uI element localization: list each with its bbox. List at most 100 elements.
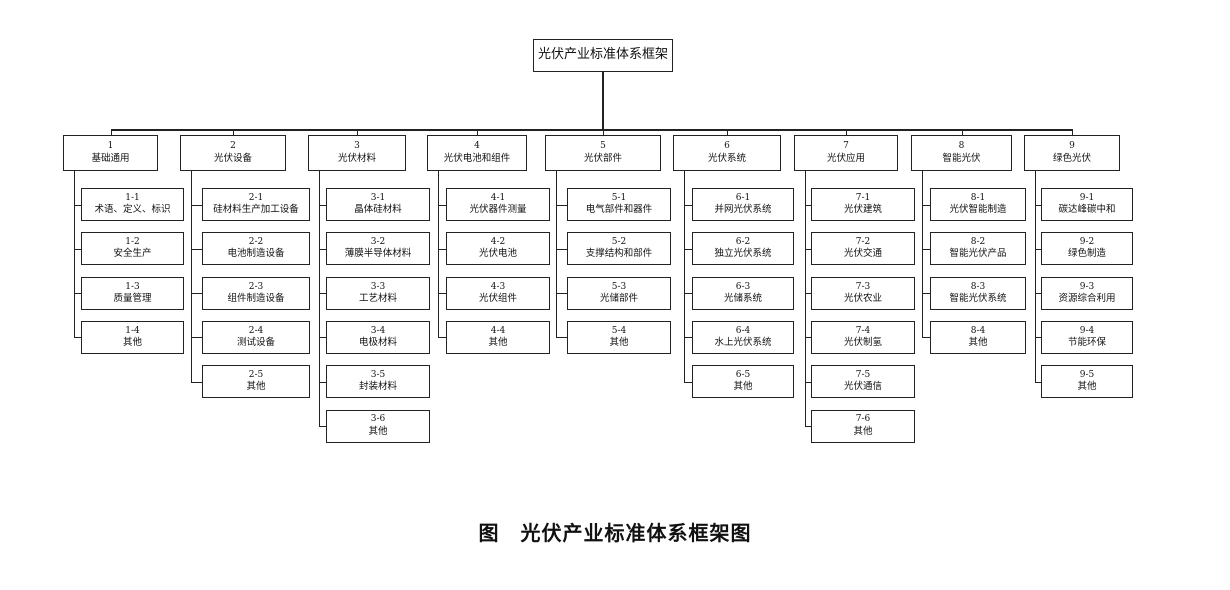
subcategory-node-label: 独立光伏系统 [714, 248, 772, 260]
subcategory-node-code: 2-2 [248, 237, 264, 248]
item-connector [74, 248, 81, 250]
item-connector [556, 293, 567, 295]
subcategory-node-code: 9-4 [1079, 325, 1095, 336]
item-connector [805, 293, 811, 295]
category-node-code: 3 [354, 141, 360, 152]
root-node-label: 光伏产业标准体系框架 [537, 47, 668, 63]
subcategory-node-label: 智能光伏产品 [949, 248, 1007, 260]
subcategory-node-code: 7-6 [855, 414, 871, 425]
category-node-label: 基础通用 [91, 152, 130, 164]
category-connector [477, 129, 478, 135]
category-connector [961, 129, 963, 135]
item-connector [319, 337, 326, 339]
subcategory-node-label: 水上光伏系统 [714, 337, 772, 349]
subcategory-node-label: 工艺材料 [358, 292, 397, 304]
subcategory-node-code: 4-4 [490, 325, 506, 336]
subcategory-node-code: 3-4 [370, 325, 386, 336]
subcategory-node-label: 测试设备 [236, 337, 275, 349]
category-connector [846, 129, 847, 135]
subcategory-node-code: 7-3 [855, 281, 871, 292]
category-node-code: 5 [600, 141, 606, 152]
item-connector [1035, 381, 1041, 383]
subcategory-node-code: 5-4 [611, 325, 627, 336]
item-connector [74, 337, 81, 339]
item-connector [805, 337, 811, 339]
subcategory-node-label: 资源综合利用 [1058, 292, 1116, 304]
subcategory-node-code: 4-3 [490, 281, 506, 292]
subcategory-node-code: 3-5 [370, 370, 386, 381]
subcategory-node-label: 质量管理 [113, 292, 152, 304]
item-connector [922, 204, 930, 206]
subcategory-node-label: 其他 [368, 425, 388, 437]
subcategory-node-label: 光伏组件 [478, 292, 517, 304]
category-node-label: 光伏部件 [583, 152, 622, 164]
category-spine [1035, 171, 1036, 382]
subcategory-node-code: 9-3 [1079, 281, 1095, 292]
subcategory-node-label: 硅材料生产加工设备 [213, 204, 299, 216]
item-connector [1035, 248, 1041, 250]
category-node-code: 2 [230, 141, 236, 152]
category-node-code: 7 [843, 141, 849, 152]
item-connector [556, 204, 567, 206]
subcategory-node-label: 智能光伏系统 [949, 292, 1007, 304]
subcategory-node-label: 电池制造设备 [227, 248, 285, 260]
category-connector [233, 129, 234, 135]
category-spine [922, 171, 923, 338]
subcategory-node-label: 光伏器件测量 [469, 204, 527, 216]
subcategory-node-code: 8-1 [970, 192, 986, 203]
item-connector [191, 337, 202, 339]
subcategory-node-label: 光伏交通 [843, 248, 882, 260]
item-connector [805, 381, 811, 383]
subcategory-node-label: 其他 [853, 425, 873, 437]
category-node-code: 6 [724, 141, 730, 152]
subcategory-node-label: 其他 [1077, 381, 1097, 393]
subcategory-node-label: 安全生产 [113, 248, 152, 260]
subcategory-node-code: 1-3 [125, 281, 140, 292]
subcategory-node-label: 薄膜半导体材料 [344, 248, 412, 260]
subcategory-node-label: 光伏建筑 [843, 204, 882, 216]
item-connector [319, 426, 326, 427]
category-node-label: 光伏设备 [213, 152, 252, 164]
subcategory-node-label: 光储部件 [599, 292, 638, 304]
subcategory-node-label: 封装材料 [358, 381, 397, 393]
subcategory-node-code: 4-1 [490, 192, 506, 203]
category-spine [805, 171, 806, 426]
subcategory-node-label: 电气部件和器件 [585, 204, 653, 216]
subcategory-node-code: 2-3 [248, 281, 264, 292]
item-connector [922, 248, 930, 250]
category-spine [74, 171, 75, 338]
category-connector [727, 129, 728, 135]
item-connector [922, 293, 930, 295]
subcategory-node-code: 7-2 [855, 237, 871, 248]
subcategory-node-label: 电极材料 [358, 337, 397, 349]
item-connector [1035, 337, 1041, 339]
item-connector [191, 204, 202, 206]
subcategory-node-code: 2-5 [248, 370, 264, 381]
subcategory-node-code: 8-2 [970, 237, 986, 248]
subcategory-node-code: 8-3 [970, 281, 986, 292]
